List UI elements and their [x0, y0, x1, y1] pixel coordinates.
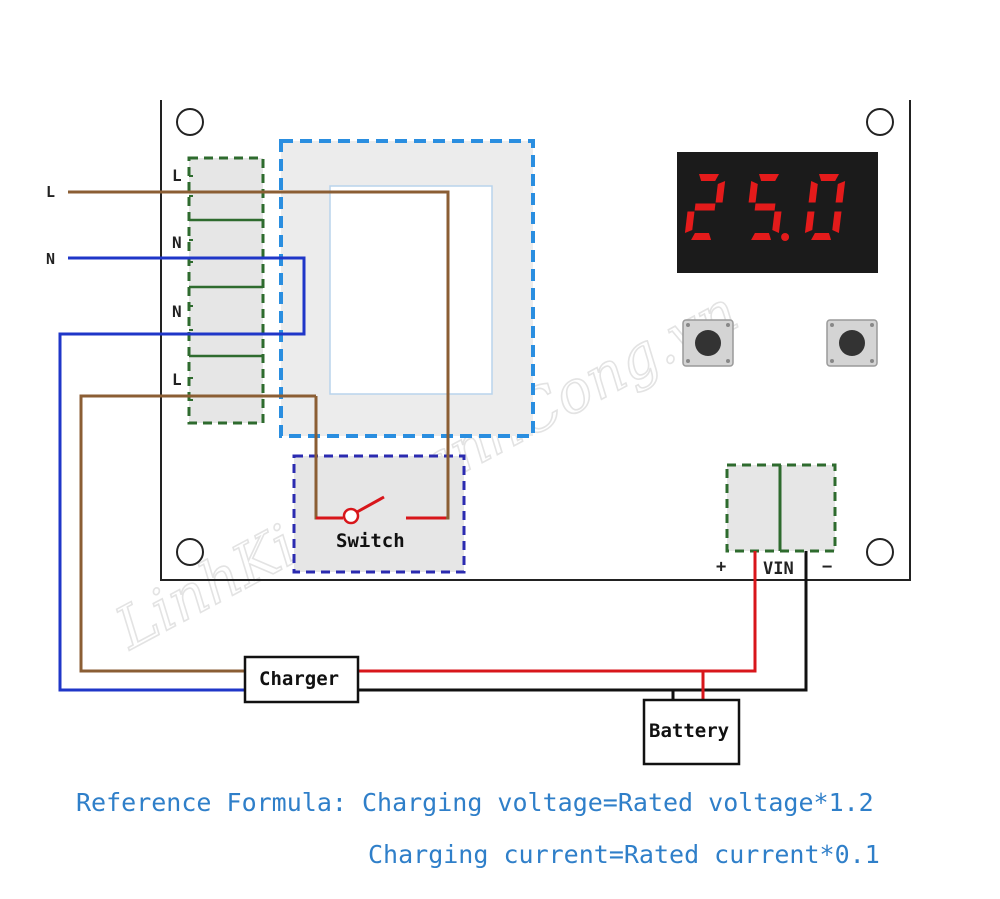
- mounting-hole-top-left: [176, 108, 204, 136]
- segment-2-b: [835, 181, 846, 203]
- terminal-label-2: N: [172, 233, 182, 252]
- wire-positive: [358, 551, 757, 673]
- wire-neutral-input: [58, 256, 306, 692]
- board-outline: [160, 100, 911, 581]
- segment-2-e: [804, 211, 815, 233]
- transformer-window: [329, 185, 493, 395]
- dc-plus-label: +: [716, 557, 726, 577]
- wire-live-return: [79, 394, 316, 673]
- wire-negative: [358, 551, 808, 692]
- terminal-ticks: [189, 175, 193, 401]
- terminal-label-4: L: [172, 370, 182, 389]
- segment-1-a: [759, 174, 779, 181]
- segment-1-d: [751, 233, 772, 240]
- ac-terminal-outline: [187, 156, 265, 425]
- formula-text-2: Charging current=Rated current*0.1: [368, 840, 880, 869]
- line-label-l: L: [46, 183, 55, 201]
- ac-terminal-block: [189, 158, 263, 423]
- mounting-hole-top-right: [866, 108, 894, 136]
- dc-minus-label: −: [822, 557, 832, 577]
- mounting-hole-bottom-left: [176, 538, 204, 566]
- terminal-label-1: L: [172, 166, 182, 185]
- segment-1-f: [748, 181, 758, 203]
- dc-vin-label: VIN: [763, 559, 794, 579]
- segment-0-e: [684, 211, 695, 233]
- battery-box: [642, 698, 741, 766]
- tactile-button-left[interactable]: [682, 319, 734, 367]
- segment-2-c: [832, 211, 842, 233]
- segment-0-b: [715, 181, 726, 203]
- segment-1-c: [772, 211, 782, 233]
- tactile-button-right[interactable]: [826, 319, 878, 367]
- terminal-dividers: [189, 218, 263, 358]
- switch-box: [292, 454, 466, 574]
- line-label-n: N: [46, 250, 55, 268]
- segment-0-g: [694, 203, 716, 211]
- segment-0-a: [699, 174, 719, 181]
- segment-0-d: [691, 233, 712, 240]
- mounting-hole-bottom-right: [866, 538, 894, 566]
- segment-2-f: [808, 181, 818, 203]
- segment-2-a: [819, 174, 839, 181]
- formula-text-1: Reference Formula: Charging voltage=Rate…: [76, 788, 874, 817]
- transformer-outline: [279, 139, 535, 438]
- decimal-point: [781, 233, 790, 241]
- charger-label: Charger: [259, 668, 339, 690]
- switch-contact: [342, 507, 360, 525]
- battery-label: Battery: [649, 720, 729, 742]
- charger-box: [243, 655, 360, 704]
- switch-lever: [356, 495, 385, 514]
- segment-2-d: [811, 233, 832, 240]
- switch-label: Switch: [336, 530, 405, 552]
- display-digits: [684, 174, 846, 241]
- segment-1-g: [754, 203, 776, 211]
- terminal-label-3: N: [172, 302, 182, 321]
